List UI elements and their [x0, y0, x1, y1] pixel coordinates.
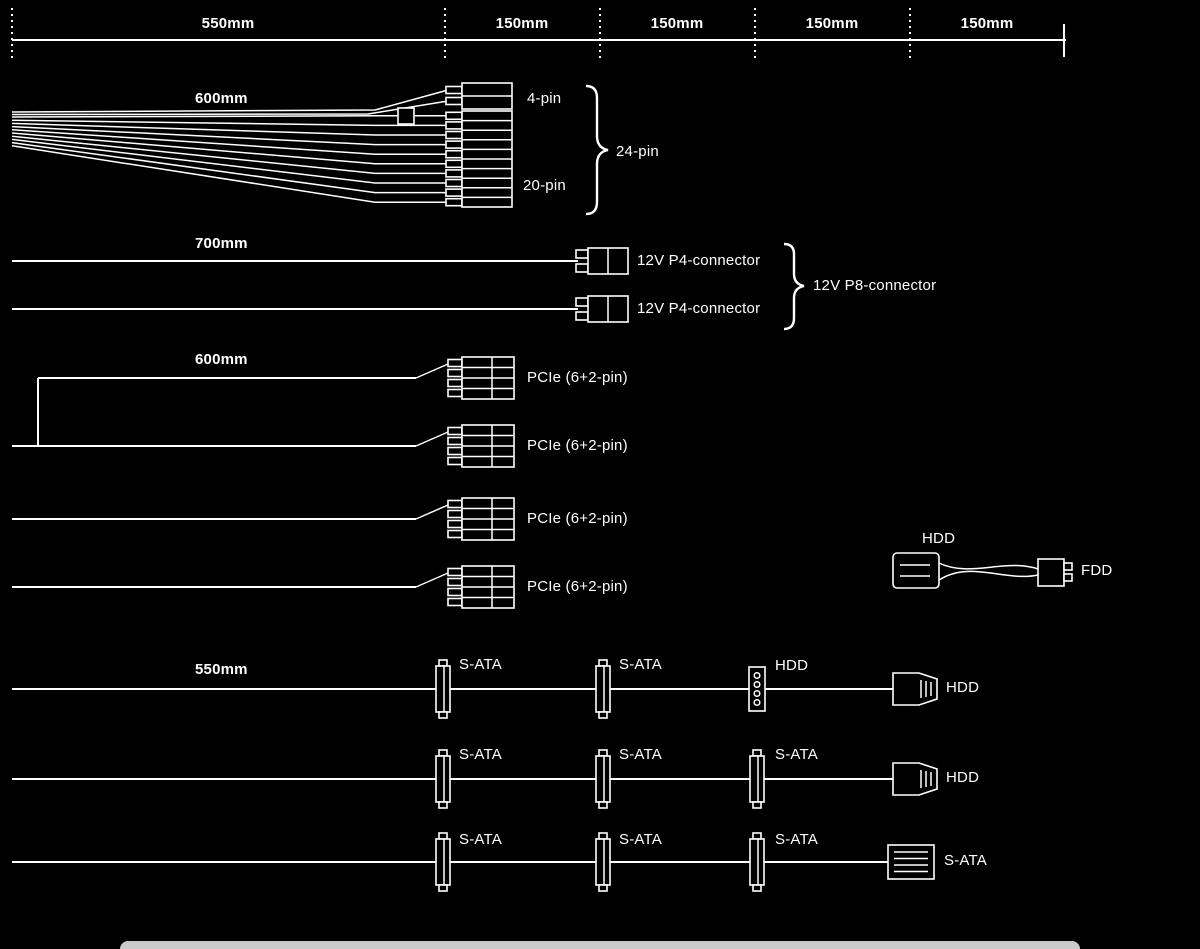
atx-4pin-connector	[445, 82, 513, 110]
p4-connector-bottom	[575, 295, 629, 323]
pcie-connector-3	[415, 497, 515, 541]
ruler-segment-label-4: 150mm	[805, 15, 859, 32]
pcie-connector-label-4: PCIe (6+2-pin)	[527, 578, 628, 595]
ruler-segment-label-1: 550mm	[201, 15, 255, 32]
sata1-connector-2	[595, 659, 611, 719]
atx-length-label: 600mm	[195, 90, 248, 107]
sata1-end-label: HDD	[946, 679, 980, 696]
atx-4pin-label: 4-pin	[527, 90, 562, 107]
sata2-connector-3	[749, 749, 765, 809]
cpu-p4-bottom-label: 12V P4-connector	[637, 300, 761, 317]
pcie-connector-4	[415, 565, 515, 609]
ruler-segment-label-3: 150mm	[650, 15, 704, 32]
fddcable-hdd-label: HDD	[922, 530, 956, 547]
sata3-end-label: S-ATA	[944, 852, 987, 869]
sata1-connector-label-2: S-ATA	[619, 656, 662, 673]
atx-20pin-connector	[445, 110, 513, 208]
sata1-connector-label-1: S-ATA	[459, 656, 502, 673]
cpu-length-label: 700mm	[195, 235, 248, 252]
atx-cable-junction	[397, 107, 415, 125]
fdd-connector	[1037, 558, 1073, 587]
fddcable-fdd-label: FDD	[1081, 562, 1113, 579]
sata1-end-hdd-connector	[892, 672, 938, 706]
sata2-end-hdd-connector	[892, 762, 938, 796]
hdd-molex-connector	[892, 552, 940, 589]
sata2-connector-label-1: S-ATA	[459, 746, 502, 763]
sata1-length-label: 550mm	[195, 661, 248, 678]
atx-24pin-label: 24-pin	[616, 143, 659, 160]
cpu-12v-cable	[12, 242, 805, 331]
sata3-connector-label-2: S-ATA	[619, 831, 662, 848]
atx-24pin-cable	[11, 82, 609, 216]
cpu-p4-top-label: 12V P4-connector	[637, 252, 761, 269]
brace-24pin	[585, 84, 609, 216]
sata1-connector-1	[435, 659, 451, 719]
sata3-connector-label-1: S-ATA	[459, 831, 502, 848]
pcie-connector-label-1: PCIe (6+2-pin)	[527, 369, 628, 386]
sata1-hdd-connector	[748, 666, 766, 712]
pcie-connector-label-3: PCIe (6+2-pin)	[527, 510, 628, 527]
sata2-connector-label-3: S-ATA	[775, 746, 818, 763]
sata2-connector-1	[435, 749, 451, 809]
sata-cable-2	[12, 749, 938, 809]
ruler	[11, 8, 1066, 58]
pcie-connector-label-2: PCIe (6+2-pin)	[527, 437, 628, 454]
pcie-length-label: 600mm	[195, 351, 248, 368]
ruler-segment-label-2: 150mm	[495, 15, 549, 32]
bottom-divider-bar	[120, 941, 1080, 949]
sata2-connector-label-2: S-ATA	[619, 746, 662, 763]
sata3-connector-label-3: S-ATA	[775, 831, 818, 848]
sata-cable-3	[12, 832, 935, 892]
sata3-connector-2	[595, 832, 611, 892]
sata1-connector-label-3: HDD	[775, 657, 809, 674]
atx-20pin-label: 20-pin	[523, 177, 566, 194]
hdd-fdd-cable	[892, 552, 1073, 589]
pcie-connector-1	[415, 356, 515, 400]
pcie-cables	[12, 356, 515, 609]
brace-p8	[783, 242, 805, 331]
sata3-end-sata-connector	[887, 844, 935, 880]
sata3-connector-1	[435, 832, 451, 892]
pcie-connector-2	[415, 424, 515, 468]
sata2-end-label: HDD	[946, 769, 980, 786]
ruler-segment-label-5: 150mm	[960, 15, 1014, 32]
sata2-connector-2	[595, 749, 611, 809]
sata3-connector-3	[749, 832, 765, 892]
cpu-p8-label: 12V P8-connector	[813, 277, 937, 294]
p4-connector-top	[575, 247, 629, 275]
sata-cable-1	[12, 659, 938, 719]
